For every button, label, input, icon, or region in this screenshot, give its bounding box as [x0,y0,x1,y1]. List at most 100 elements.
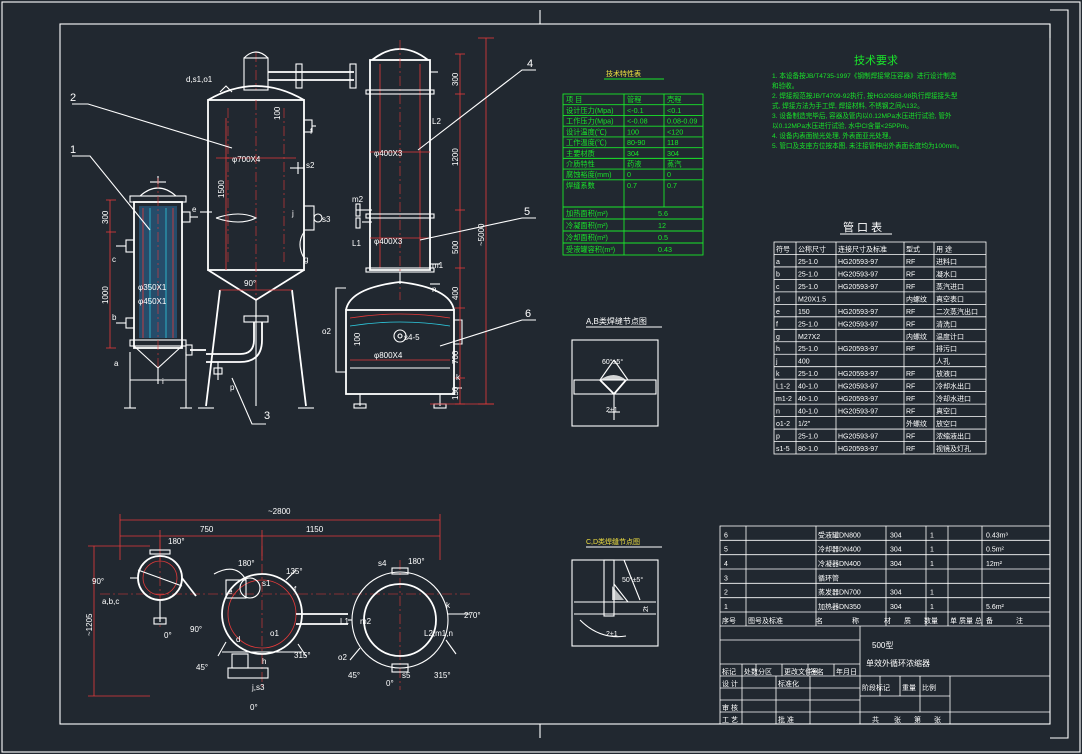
plan-label-L1: L1 [340,617,349,626]
receiver-6 [335,272,463,409]
weld-cd-thk: 2t [643,606,650,612]
label-90deg: 90° [244,279,256,288]
spec-head-cell: 项 目 [566,95,582,104]
nozzle-cell: n [776,409,780,416]
nozzle-cell: 二次蒸汽出口 [936,307,978,316]
nozzle-title: 管 口 表 [843,220,882,234]
nozzle-cell: M20X1.5 [798,296,826,303]
bom-name: 单效外循环浓缩器 [866,658,930,668]
label-f: f [310,127,313,136]
nozzle-cell: RF [906,346,915,353]
front-view-labels: 1 2 3 4 5 6 d,s1,o1 φ700X4 φ400X3 φ400X3… [70,58,533,422]
plan-label-s1: s1 [262,579,271,588]
plan-label-abc: a,b,c [102,597,119,606]
bom-head-cell: 材 [884,616,891,625]
part-leaders [72,69,536,425]
tech-req-title: 技术要求 [854,54,898,67]
nozzle-cell: HG20593-97 [838,346,878,353]
spec-cell: 工作压力(Mpa) [566,117,614,126]
dim-300b: 300 [451,72,460,86]
nozzle-cell: 25-1.0 [798,346,818,353]
bom-head-cell: 质 [904,616,911,625]
title-block-label: 工 艺 [722,716,738,724]
ang-0a: 0° [164,631,172,640]
ang-270: 270° [464,611,481,620]
tech-req-line-6: 以0.12MPa水压进行试验, 水中Cl含量<25PPm。 [772,121,913,130]
dim-1200: 1200 [451,148,460,166]
spec-cell: 80-90 [627,138,645,147]
ang-180b: 180° [238,559,255,568]
nozzle-cell: 内螺纹 [906,332,927,341]
nozzle-cell: 40-1.0 [798,396,818,403]
weld-detail-ab: A,B类焊缝节点图 60°±5° 2±1 [571,316,662,427]
nozzle-cell: 冷却水出口 [936,382,971,391]
label-dso: d,s1,o1 [186,75,213,84]
title-block-label: 签名 [810,667,824,676]
nozzle-cell: RF [906,446,915,453]
inner-frame [59,23,1051,725]
part-no-6: 6 [525,308,531,320]
spec-cell: 0 [627,170,631,179]
plan-label-o2: o2 [338,653,347,662]
nozzle-cell: 排污口 [936,344,957,353]
ang-0c: 0° [386,679,394,688]
tech-req-line-3: 2. 焊接规范按JB/T4709-92执行, 按HG20583-98执行焊接接头… [772,91,958,100]
ang-0b: 0° [250,703,258,712]
label-p: p [230,383,235,392]
evaporator-2 [198,51,357,409]
title-block-label: 标记 [722,667,736,676]
plan-label-L2m1n: L2,m1,n [424,629,453,638]
nozzle-cell: RF [906,396,915,403]
nozzle-cell: HG20593-97 [838,446,878,453]
spec-cell: 118 [667,138,678,147]
part-no-3: 3 [264,410,270,422]
dim-700: 700 [451,350,460,364]
spec-cell: <0.1 [667,106,681,115]
nozzle-cell: HG20593-97 [838,396,878,403]
nozzle-cell: RF [906,309,915,316]
title-block-label: 审 核 [722,703,738,712]
nozzle-cell: o1-2 [776,421,790,428]
plan-label-o1: o1 [270,629,279,638]
nozzle-cell: p [776,434,780,441]
tech-req-line-1: 1. 本设备按JB/T4735-1997《钢制焊接常压容器》进行设计制造 [772,71,957,80]
ang-45b: 45° [348,671,360,680]
bom-cell: 1 [724,604,728,611]
title-block-label: 设 计 [722,679,738,688]
ang-315b: 315° [434,671,451,680]
nozzle-cell: RF [906,321,915,328]
nozzle-cell: 浓缩液出口 [936,432,971,441]
bom-cell: 冷凝器DN400 [818,559,861,568]
plan-label-k: k [446,601,451,610]
nozzle-cell: HG20593-97 [838,271,878,278]
nozzle-cell: 25-1.0 [798,371,818,378]
label-e: e [192,205,197,214]
nozzle-cell: HG20593-97 [838,321,878,328]
nozzle-head-cell: 连接尺寸及标准 [838,244,887,253]
dim-2800: ~2800 [268,507,291,516]
plan-label-h: h [262,657,266,666]
spec-cell: <-0.08 [627,117,648,126]
nozzle-cell: RF [906,371,915,378]
nozzle-cell: M27X2 [798,334,820,341]
weld-ab-gap: 2±1 [606,407,618,414]
nozzle-cell: c [776,284,780,291]
nozzle-cell: HG20593-97 [838,259,878,266]
label-d350: φ350X1 [138,283,167,292]
spec-cell: 药液 [627,160,641,169]
plan-label-s5: s5 [402,671,411,680]
nozzle-cell: RF [906,409,915,416]
ang-315a: 315° [294,651,311,660]
dim-1000: 1000 [101,286,110,304]
ang-180a: 180° [168,537,185,546]
label-d400a: φ400X3 [374,149,403,158]
bom-cell: 1 [930,561,934,568]
title-block-label: 分区 [758,667,772,676]
dimension-lines [106,37,494,405]
label-j: j [291,209,294,218]
nozzle-cell: RF [906,259,915,266]
title-block-label: 标准化 [778,679,799,688]
frame-marker-right [1050,9,1069,739]
plan-view: ~2800 750 1150 ~1205 180° 180° 180° 90° … [85,507,481,712]
